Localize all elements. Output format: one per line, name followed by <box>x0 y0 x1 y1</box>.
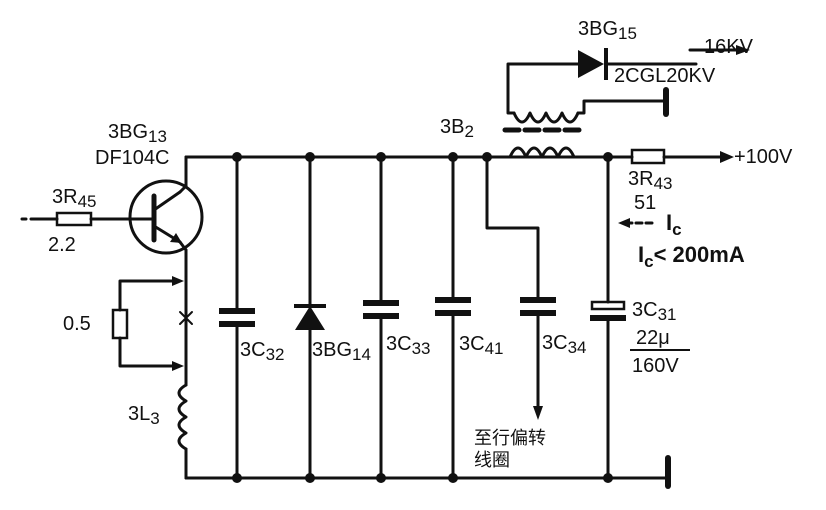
capacitor-3c32 <box>219 155 255 480</box>
d15-name: 3BG15 <box>578 18 637 43</box>
shunt-value: 0.5 <box>63 313 91 335</box>
diode-3bg14 <box>294 155 326 480</box>
ic-label: Ic <box>666 210 682 239</box>
transistor-name: 3BG13 <box>108 121 167 146</box>
yoke-label-line1: 至行偏转 <box>474 428 546 449</box>
transistor-model: DF104C <box>95 147 169 169</box>
yoke-label-line2: 线圈 <box>474 450 510 471</box>
diode-3bg15 <box>578 45 750 80</box>
r43-value: 51 <box>634 192 656 214</box>
transistor-3bg13 <box>101 155 204 280</box>
c31-voltage: 160V <box>632 355 679 377</box>
c41-label: 3C41 <box>459 333 504 358</box>
c32-label: 3C32 <box>240 339 285 364</box>
b2-label: 3B2 <box>440 116 474 141</box>
c31-capacitance: 22μ <box>636 327 670 349</box>
capacitor-3c33 <box>363 155 399 480</box>
c31-label: 3C31 <box>632 299 677 324</box>
ic-limit: Ic< 200mA <box>638 242 745 271</box>
hv-output: 16KV <box>704 36 754 58</box>
r45-name: 3R45 <box>52 186 97 211</box>
transformer-3b2 <box>502 62 669 159</box>
d14-label: 3BG14 <box>312 339 371 364</box>
c34-label: 3C34 <box>542 332 587 357</box>
c33-label: 3C33 <box>386 333 431 358</box>
capacitor-3c41 <box>435 155 471 480</box>
supply-label: +100V <box>734 146 793 168</box>
capacitor-3c31 <box>590 155 626 480</box>
d15-model: 2CGL20KV <box>614 65 716 87</box>
resistor-3r45 <box>20 211 105 227</box>
emitter-branch <box>111 276 202 480</box>
r43-name: 3R43 <box>628 168 673 193</box>
current-arrow <box>618 218 656 228</box>
l3-name: 3L3 <box>128 403 160 428</box>
capacitor-3c34 <box>485 155 556 420</box>
r45-value: 2.2 <box>48 234 76 256</box>
resistor-3r43 <box>610 148 734 165</box>
